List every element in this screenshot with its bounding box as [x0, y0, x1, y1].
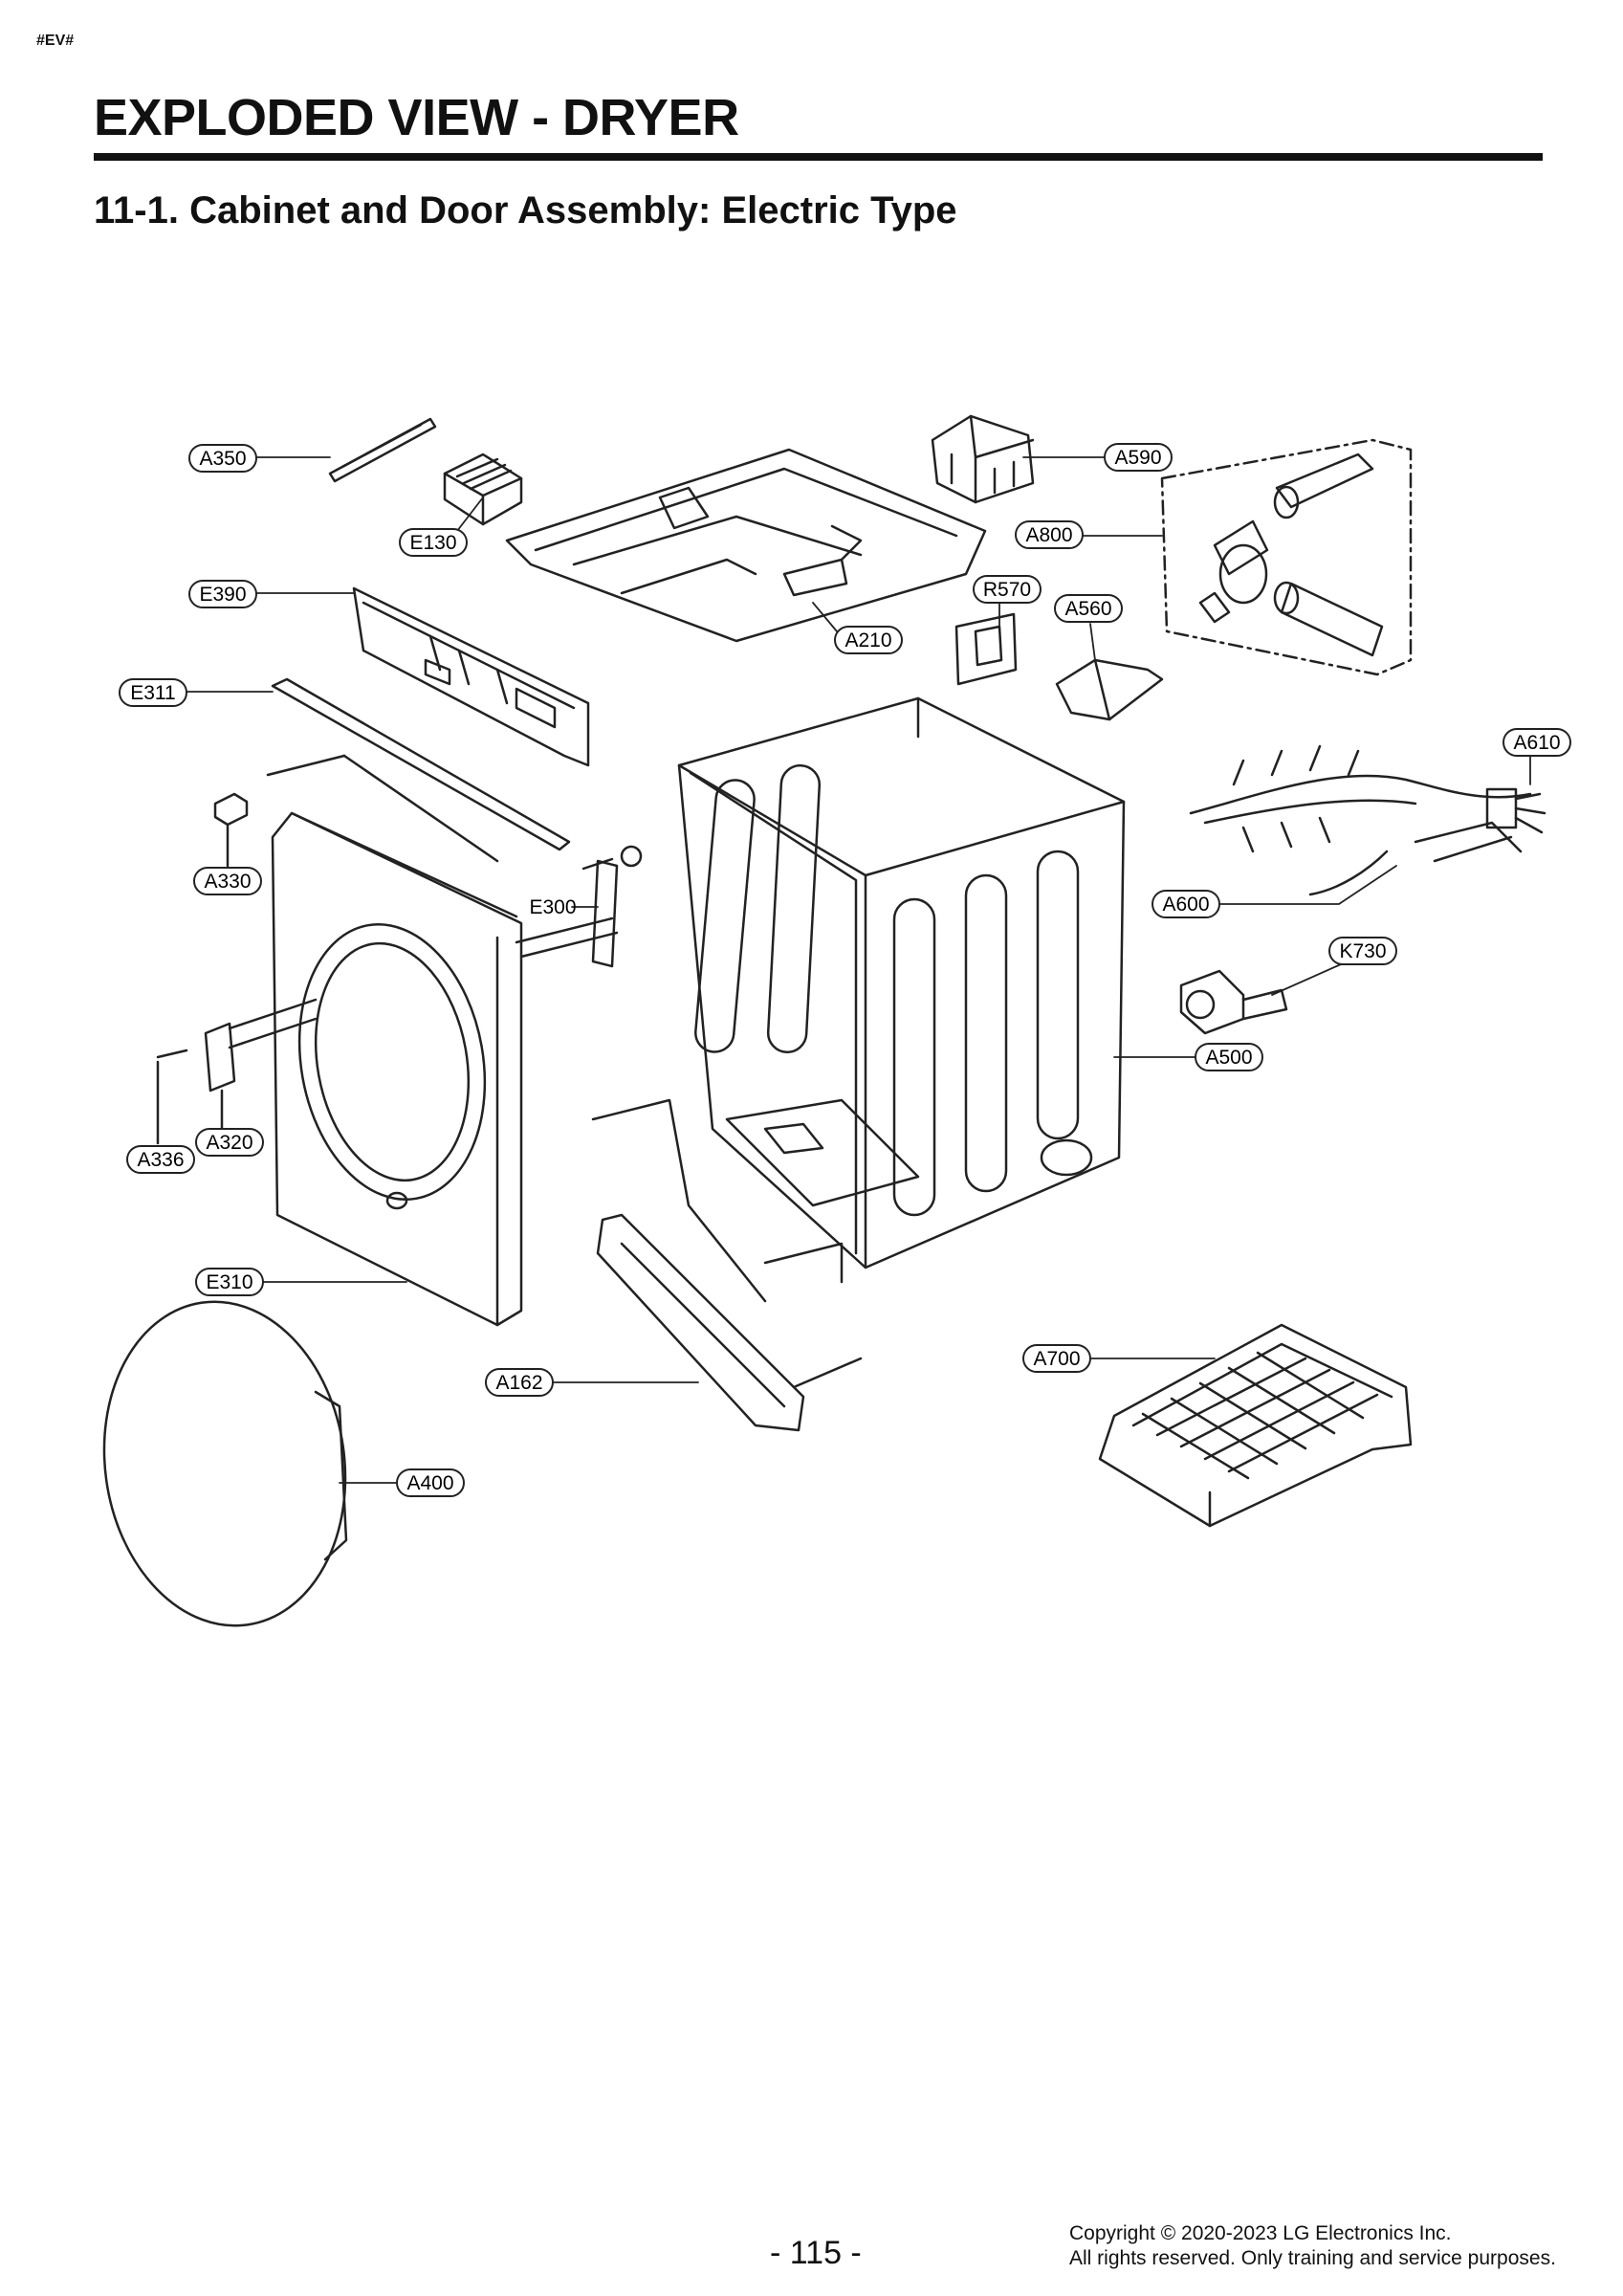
- callout-e130-label: E130: [409, 532, 456, 554]
- part-e310-front-panel: [271, 811, 523, 1327]
- callout-a162-label: A162: [495, 1372, 542, 1394]
- callout-a590: A590: [1104, 443, 1173, 472]
- callout-a610-label: A610: [1513, 732, 1560, 754]
- callout-a600-label: A600: [1162, 894, 1209, 916]
- section-subtitle: 11-1. Cabinet and Door Assembly: Electri…: [94, 189, 957, 232]
- callout-a350-label: A350: [199, 448, 246, 470]
- callout-e311: E311: [119, 678, 187, 707]
- part-a800-duct-kit: [1160, 438, 1413, 676]
- part-e300-hinge: [515, 845, 643, 968]
- part-a350-trim: [328, 417, 437, 483]
- callout-a210: A210: [834, 626, 903, 654]
- document-tag: #EV#: [36, 33, 75, 49]
- part-a210-top-plate: [505, 448, 987, 643]
- callout-a560: A560: [1054, 594, 1123, 623]
- callout-e300: E300: [529, 896, 576, 918]
- copyright-line: Copyright © 2020-2023 LG Electronics Inc…: [1069, 2222, 1452, 2244]
- callout-e390-label: E390: [199, 584, 246, 606]
- part-a600-wire-harness: [1189, 744, 1546, 896]
- callout-a600: A600: [1151, 890, 1220, 918]
- part-a330-switch: [213, 792, 249, 868]
- part-a400-door: [102, 1300, 348, 1627]
- part-r570-bracket: [954, 612, 1018, 686]
- part-a590-cover: [931, 414, 1035, 504]
- part-a500-cabinet: [677, 696, 1126, 1269]
- callout-a500-label: A500: [1205, 1047, 1252, 1069]
- page-number: - 115 -: [770, 2235, 862, 2271]
- callout-a400-label: A400: [406, 1472, 453, 1494]
- callout-a336: A336: [126, 1145, 195, 1174]
- callout-e311-label: E311: [130, 682, 176, 704]
- callout-a330: A330: [193, 867, 262, 895]
- copyright-block: Copyright © 2020-2023 LG Electronics Inc…: [1069, 2221, 1556, 2271]
- callout-e310: E310: [195, 1268, 264, 1296]
- callout-a590-label: A590: [1114, 447, 1161, 469]
- callout-a700: A700: [1022, 1344, 1091, 1373]
- rights-line: All rights reserved. Only training and s…: [1069, 2247, 1556, 2269]
- callout-k730: K730: [1328, 937, 1397, 965]
- callout-a320: A320: [195, 1128, 264, 1157]
- callout-e130: E130: [399, 528, 468, 557]
- callout-a330-label: A330: [204, 871, 251, 893]
- callout-e310-label: E310: [206, 1271, 252, 1293]
- part-k730-pump: [1179, 969, 1288, 1035]
- callout-a500: A500: [1195, 1043, 1263, 1071]
- callout-a400: A400: [396, 1468, 465, 1497]
- leader-lines: [186, 456, 1531, 1484]
- callout-a700-label: A700: [1033, 1348, 1080, 1370]
- callout-a320-label: A320: [206, 1132, 252, 1154]
- callout-e300-label: E300: [529, 896, 576, 918]
- callout-a800: A800: [1015, 520, 1084, 549]
- callout-k730-label: K730: [1339, 940, 1386, 962]
- callout-a560-label: A560: [1064, 598, 1111, 620]
- callout-a210-label: A210: [844, 629, 891, 651]
- title-rule: [94, 153, 1543, 161]
- callout-e390: E390: [188, 580, 257, 608]
- callout-a610: A610: [1502, 728, 1571, 757]
- callout-labels: A350 E130 E390 E311 A330 E300 A336 A320: [119, 443, 1571, 1497]
- callout-a336-label: A336: [137, 1149, 184, 1171]
- page-title: EXPLODED VIEW - DRYER: [94, 89, 739, 146]
- part-a560-duct: [1055, 658, 1164, 721]
- callout-a350: A350: [188, 444, 257, 473]
- callout-r570: R570: [973, 575, 1042, 604]
- part-e390-bracket: [352, 586, 590, 767]
- part-e130-box: [443, 453, 523, 526]
- callout-r570-label: R570: [983, 579, 1031, 601]
- part-a162-bracket: [591, 1098, 863, 1432]
- callout-a162: A162: [485, 1368, 554, 1397]
- part-e311-trim-bar: [266, 677, 571, 863]
- part-a700-rack: [1098, 1323, 1413, 1528]
- part-a320-latch: [156, 998, 318, 1145]
- callout-a800-label: A800: [1025, 524, 1072, 546]
